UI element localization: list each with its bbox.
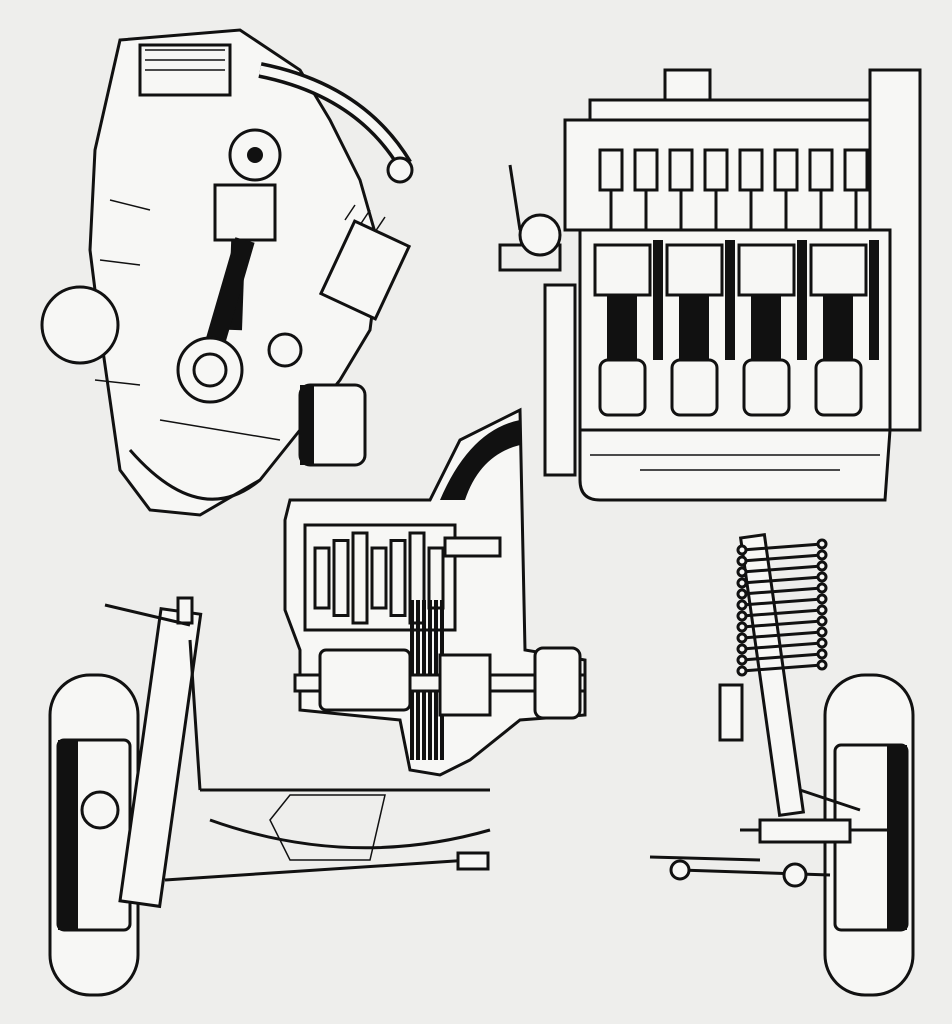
cylinder-wall xyxy=(653,240,663,360)
connecting-rod xyxy=(823,295,853,365)
cylinder-wall xyxy=(797,240,807,360)
crank-throw xyxy=(742,358,791,417)
coil-spring-turn xyxy=(741,575,823,585)
piston xyxy=(737,243,796,297)
rear-suspension-right xyxy=(649,532,915,997)
coil-end xyxy=(736,544,748,556)
coil-end xyxy=(816,538,828,550)
coil-end xyxy=(736,643,748,655)
coil-end xyxy=(736,665,748,677)
coil-end xyxy=(736,621,748,633)
coil-spring-turn xyxy=(741,597,823,607)
valve-spring xyxy=(703,148,729,192)
coil-spring-turn xyxy=(741,586,823,596)
cylinder-wall xyxy=(725,240,735,360)
crank-throw xyxy=(598,358,647,417)
valve-spring xyxy=(633,148,659,192)
coil-spring-turn xyxy=(741,542,823,552)
coil-end xyxy=(816,604,828,616)
coil-end xyxy=(816,626,828,638)
valve-spring xyxy=(843,148,869,192)
coil-end xyxy=(816,582,828,594)
coil-end xyxy=(816,659,828,671)
valve-spring xyxy=(808,148,834,192)
crank-throw xyxy=(814,358,863,417)
coil-end xyxy=(816,637,828,649)
valve-spring xyxy=(773,148,799,192)
gear xyxy=(370,546,388,610)
coil-spring-turn xyxy=(741,608,823,618)
coil-end xyxy=(736,632,748,644)
gearbox-section xyxy=(283,407,587,777)
valve-spring xyxy=(738,148,764,192)
coil-end xyxy=(736,566,748,578)
valve-spring xyxy=(668,148,694,192)
coil-end xyxy=(736,555,748,567)
coil-end xyxy=(816,615,828,627)
gear xyxy=(313,546,331,610)
crank-throw xyxy=(670,358,719,417)
coil-end xyxy=(736,610,748,622)
gear xyxy=(332,539,350,617)
piston xyxy=(809,243,868,297)
gear xyxy=(351,531,369,625)
coil-spring-turn xyxy=(741,641,823,651)
coil-spring-turn xyxy=(741,630,823,640)
coil-end xyxy=(736,588,748,600)
gear xyxy=(389,539,407,617)
connecting-rod xyxy=(679,295,709,365)
front-suspension-left xyxy=(48,596,491,997)
cylinder-wall xyxy=(869,240,879,360)
connecting-rod xyxy=(607,295,637,365)
coil-end xyxy=(736,577,748,589)
coil-spring-turn xyxy=(741,553,823,563)
connecting-rod xyxy=(751,295,781,365)
coil-spring-turn xyxy=(741,564,823,574)
coil-end xyxy=(816,648,828,660)
engine-side-section xyxy=(40,28,414,517)
valve-spring xyxy=(598,148,624,192)
coil-end xyxy=(736,654,748,666)
piston xyxy=(593,243,652,297)
coil-spring-turn xyxy=(741,619,823,629)
gear xyxy=(427,546,445,610)
coil-end xyxy=(816,593,828,605)
coil-end xyxy=(816,549,828,561)
piston xyxy=(665,243,724,297)
coil-spring-turn xyxy=(741,663,823,673)
engine-longitudinal-section xyxy=(498,68,922,502)
coil-end xyxy=(736,599,748,611)
coil-end xyxy=(816,560,828,572)
coil-spring-turn xyxy=(741,652,823,662)
coil-end xyxy=(816,571,828,583)
